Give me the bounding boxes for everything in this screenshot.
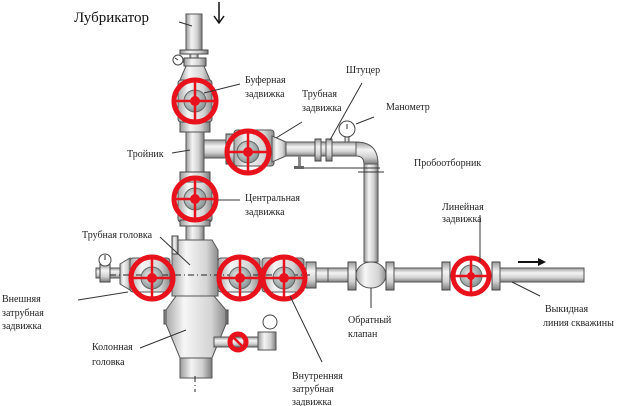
casing-gauge: [262, 314, 278, 330]
tee-vertical: [185, 131, 205, 177]
check-valve-body: [355, 261, 387, 289]
sampler-stem: [298, 156, 301, 166]
tubing-head: [171, 239, 219, 297]
label-tubing-valve: Трубная задвижка: [302, 89, 342, 114]
choke-body: [320, 141, 327, 157]
label-line-valve: Линейная задвижка: [442, 202, 486, 225]
casing-small-valve[interactable]: [227, 331, 249, 353]
buffer-valve[interactable]: [171, 77, 219, 125]
label-flow-line: Выкидная линия скважины: [543, 304, 614, 329]
line-valve-left-flange: [441, 261, 451, 291]
label-lubricator: Лубрикатор: [74, 10, 149, 26]
label-tubing-head: Трубная головка: [82, 230, 153, 241]
inner-annulus-valve-1[interactable]: [216, 254, 264, 302]
casing-head: [165, 295, 227, 359]
flow-line-pipe: [393, 267, 443, 283]
casing-gauge-elbow: [257, 331, 277, 351]
lubricator-pipe: [185, 13, 203, 51]
spool: [185, 225, 205, 241]
inner-annulus-valve-2[interactable]: [260, 254, 308, 302]
central-valve[interactable]: [171, 175, 219, 223]
lubricator-flange: [179, 49, 209, 55]
flow-line-outlet: [499, 267, 585, 283]
sampler-base: [294, 166, 304, 169]
outer-annulus-gauge-valve: [99, 263, 111, 283]
casing-pipe: [179, 357, 213, 379]
label-sampler: Пробоотборник: [414, 158, 481, 169]
right-arrow-icon: [518, 258, 546, 266]
label-outer-annulus-valve: Внешняя затрубная задвижка: [2, 294, 46, 332]
check-valve-left-flange: [347, 261, 357, 291]
tubing-line-pipe: [285, 141, 317, 157]
outer-annulus-reducer: [119, 257, 131, 291]
annulus-pipe: [327, 267, 349, 283]
label-casing-head: Колонная головка: [92, 342, 135, 368]
tubing-head-bolt: [171, 235, 179, 255]
annulus-spring: [315, 267, 329, 283]
tubing-valve[interactable]: [224, 128, 272, 176]
label-buffer-valve: Буферная задвижка: [245, 75, 288, 100]
vertical-downcomer: [363, 163, 379, 263]
pipe-elbow: [355, 141, 379, 165]
label-choke: Штуцер: [346, 65, 380, 76]
down-arrow-icon: [213, 2, 225, 25]
choke-flange-right: [325, 138, 333, 162]
gauge-adapter: [183, 57, 207, 67]
outer-annulus-valve[interactable]: [128, 254, 176, 302]
choke-flange-left: [314, 138, 322, 162]
line-valve[interactable]: [450, 255, 492, 297]
label-central-valve: Центральная задвижка: [245, 193, 302, 218]
manometer-line: [331, 141, 359, 157]
line-valve-right-flange: [491, 261, 501, 291]
tubing-valve-reducer: [271, 135, 287, 163]
label-tee: Тройник: [127, 149, 164, 160]
label-check-valve: Обратный клапан: [348, 315, 394, 340]
check-valve-right-flange: [385, 261, 395, 291]
label-inner-annulus-valve: Внутренняя затрубная задвижка: [292, 371, 345, 406]
label-manometer: Манометр: [386, 102, 430, 113]
